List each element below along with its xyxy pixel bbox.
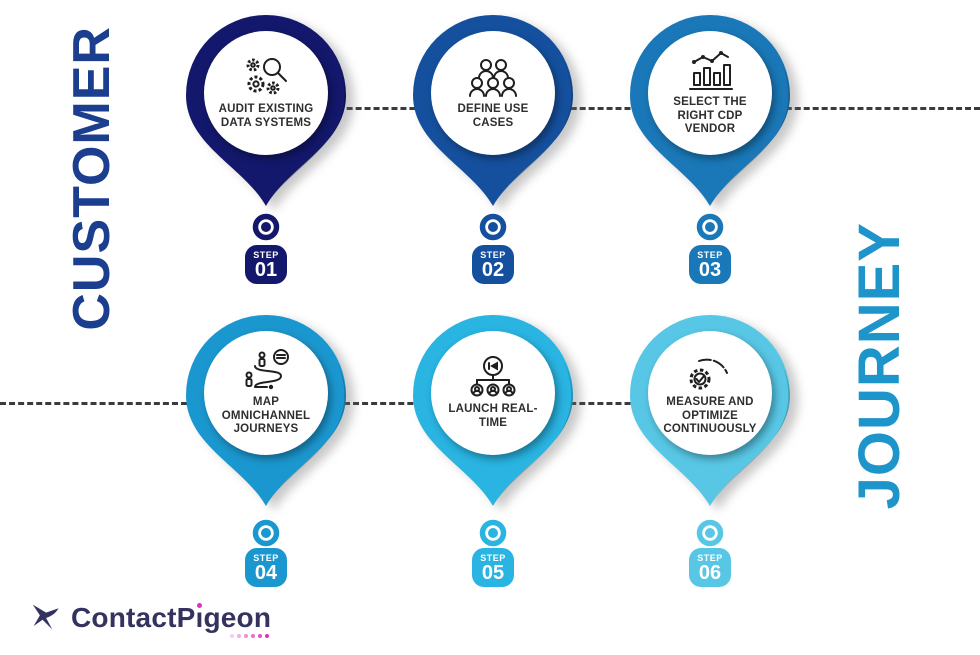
badge-step-number: 03 bbox=[698, 258, 722, 281]
step-5-pin: LAUNCH REAL-TIME bbox=[408, 313, 578, 508]
bullseye-marker-icon bbox=[479, 519, 507, 547]
step-badge-02: STEP 02 bbox=[472, 245, 514, 284]
step-badge-06: STEP 06 bbox=[689, 548, 731, 587]
badge-step-number: 04 bbox=[254, 561, 278, 584]
pin-circle: MAP OMNICHANNEL JOURNEYS bbox=[204, 331, 328, 455]
step-badge-04: STEP 04 bbox=[245, 548, 287, 587]
logo-text-before-i: ContactP bbox=[71, 602, 196, 633]
gears-magnifier-audit-icon bbox=[246, 57, 287, 95]
pin-circle: SELECT THE RIGHT CDP VENDOR bbox=[648, 31, 772, 155]
gauge-check-gear-icon bbox=[689, 358, 728, 390]
bullseye-marker-icon bbox=[479, 213, 507, 241]
logo-accent-dots bbox=[230, 634, 270, 638]
bottom-dashed-connector-line bbox=[0, 402, 712, 405]
customer-vertical-title: CUSTOMER bbox=[63, 26, 121, 331]
journey-vertical-title: JOURNEY bbox=[847, 222, 912, 510]
badge-step-label: STEP bbox=[253, 552, 279, 563]
pin-title: SELECT THE RIGHT CDP VENDOR bbox=[673, 96, 747, 136]
pin-circle: LAUNCH REAL-TIME bbox=[431, 331, 555, 455]
badge-step-label: STEP bbox=[480, 552, 506, 563]
logo-letter-i: ı bbox=[195, 602, 204, 633]
badge-step-number: 01 bbox=[254, 258, 278, 281]
bullseye-marker-icon bbox=[696, 213, 724, 241]
badge-step-number: 02 bbox=[481, 258, 505, 281]
logo-i-dot bbox=[196, 603, 202, 608]
step-badge-01: STEP 01 bbox=[245, 245, 287, 284]
badge-step-number: 06 bbox=[698, 561, 722, 584]
step-6-pin: MEASURE AND OPTIMIZE CONTINUOUSLY bbox=[625, 313, 795, 508]
step-3-pin: SELECT THE RIGHT CDP VENDOR bbox=[625, 13, 795, 208]
pin-circle: DEFINE USE CASES bbox=[431, 31, 555, 155]
pin-circle: MEASURE AND OPTIMIZE CONTINUOUSLY bbox=[648, 331, 772, 455]
megaphone-broadcast-icon bbox=[470, 355, 516, 397]
step-4-pin: MAP OMNICHANNEL JOURNEYS bbox=[181, 313, 351, 508]
badge-step-label: STEP bbox=[253, 249, 279, 260]
badge-step-label: STEP bbox=[697, 552, 723, 563]
hummingbird-logo-icon bbox=[32, 604, 59, 630]
pin-title: MEASURE AND OPTIMIZE CONTINUOUSLY bbox=[663, 396, 757, 436]
step-2-pin: DEFINE USE CASES bbox=[408, 13, 578, 208]
bullseye-marker-icon bbox=[252, 213, 280, 241]
pin-title: AUDIT EXISTING DATA SYSTEMS bbox=[218, 102, 314, 129]
user-group-icon bbox=[469, 58, 517, 97]
step-badge-05: STEP 05 bbox=[472, 548, 514, 587]
badge-step-label: STEP bbox=[480, 249, 506, 260]
pin-title: DEFINE USE CASES bbox=[457, 102, 529, 129]
top-dashed-connector-line bbox=[266, 107, 980, 110]
pin-title: MAP OMNICHANNEL JOURNEYS bbox=[221, 396, 311, 436]
badge-step-label: STEP bbox=[697, 249, 723, 260]
badge-step-number: 05 bbox=[481, 561, 505, 584]
bar-chart-trend-icon bbox=[689, 51, 733, 91]
pin-title: LAUNCH REAL-TIME bbox=[448, 402, 538, 429]
pin-circle: AUDIT EXISTING DATA SYSTEMS bbox=[204, 31, 328, 155]
bullseye-marker-icon bbox=[252, 519, 280, 547]
bullseye-marker-icon bbox=[696, 519, 724, 547]
logo-text-after-i: geon bbox=[203, 602, 272, 633]
winding-journey-path-icon bbox=[245, 349, 289, 390]
step-badge-03: STEP 03 bbox=[689, 245, 731, 284]
step-1-pin: AUDIT EXISTING DATA SYSTEMS bbox=[181, 13, 351, 208]
